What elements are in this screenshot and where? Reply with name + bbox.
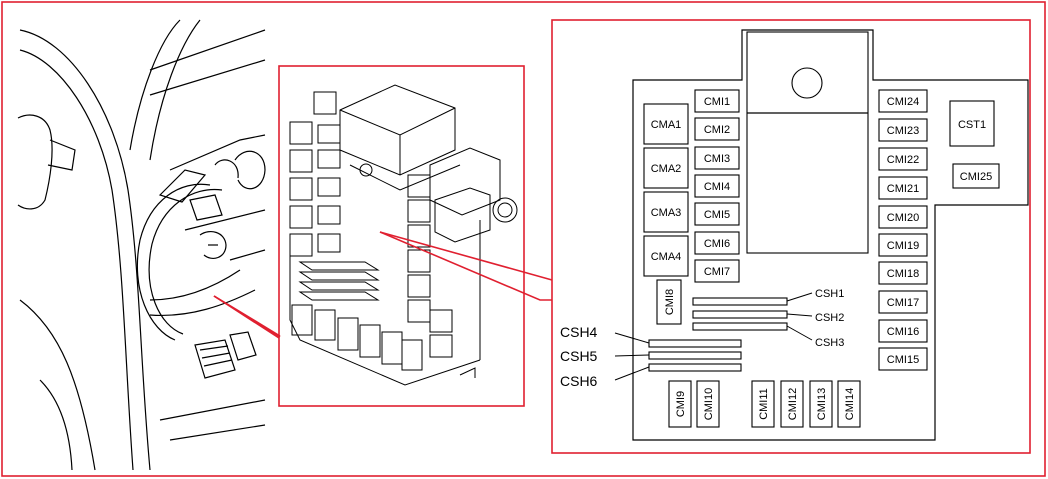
cma-label: CMA3 bbox=[651, 207, 682, 219]
fuse-box-illustration-frame bbox=[278, 65, 525, 407]
cmi-label: CMI18 bbox=[887, 268, 919, 280]
cma-label: CMA1 bbox=[651, 119, 682, 131]
cmi-label: CMI1 bbox=[704, 96, 730, 108]
cma-group: CMA1 CMA2 CMA3 CMA4 bbox=[643, 103, 689, 277]
vehicle-interior-illustration bbox=[17, 19, 281, 471]
cmi-label: CMI5 bbox=[704, 209, 730, 221]
cmi25-label: CMI25 bbox=[960, 171, 992, 183]
cst1-box bbox=[949, 100, 995, 147]
cmi-label: CMI6 bbox=[704, 238, 730, 250]
csh-bars-left bbox=[614, 332, 742, 381]
cmi-label: CMI15 bbox=[887, 354, 919, 366]
fuse-box-outline bbox=[632, 29, 1029, 441]
cmi-label: CMI7 bbox=[704, 266, 730, 278]
main-relay-bolt-icon bbox=[791, 67, 823, 99]
cma-label: CMA4 bbox=[651, 251, 682, 263]
main-relay-box bbox=[746, 31, 869, 254]
csh-label: CSH2 bbox=[815, 312, 844, 324]
cmi-vertical-label: CMI10 bbox=[703, 388, 715, 420]
cmi-label: CMI3 bbox=[704, 153, 730, 165]
cma-label: CMA2 bbox=[651, 163, 682, 175]
csh-label: CSH1 bbox=[815, 288, 844, 300]
cmi-label: CMI2 bbox=[704, 124, 730, 136]
csh-big-label: CSH4 bbox=[560, 324, 598, 340]
csh-bars-right bbox=[692, 292, 813, 341]
cmi-label: CMI17 bbox=[887, 297, 919, 309]
cmi-vertical-label: CMI12 bbox=[787, 388, 799, 420]
cmi8-box bbox=[656, 279, 682, 325]
leader-left-frame bbox=[213, 295, 280, 339]
cmi-left-group: CMI1 CMI2 CMI3 CMI4 CMI5 CMI6 CMI7 bbox=[694, 89, 740, 283]
cmi-label: CMI21 bbox=[887, 183, 919, 195]
cst1-label: CST1 bbox=[958, 119, 986, 131]
cmi-vertical-label: CMI11 bbox=[758, 388, 770, 420]
cmi25-box bbox=[952, 163, 1000, 189]
cmi-label: CMI4 bbox=[704, 181, 730, 193]
cmi-label: CMI19 bbox=[887, 240, 919, 252]
fuse-box-3d-illustration bbox=[289, 84, 518, 386]
csh-label: CSH3 bbox=[815, 337, 844, 349]
cmi-vertical-label: CMI8 bbox=[664, 289, 676, 315]
cmi-label: CMI20 bbox=[887, 212, 919, 224]
fuse-layout-frame bbox=[551, 19, 1031, 454]
leader-right-top bbox=[379, 231, 553, 281]
leader-right bbox=[379, 231, 552, 301]
cmi-vertical-label: CMI13 bbox=[816, 388, 828, 420]
csh-big-label: CSH6 bbox=[560, 373, 598, 389]
cmi-vertical-label: CMI14 bbox=[844, 388, 856, 420]
csh-big-label: CSH5 bbox=[560, 348, 598, 364]
cmi-vertical-label: CMI9 bbox=[675, 391, 687, 417]
cmi-right-group: CMI24 CMI23 CMI22 CMI21 CMI20 CMI19 CMI1… bbox=[878, 89, 928, 371]
cmi-bottom-group: CMI9 CMI10 CMI11 CMI12 CMI13 CMI14 bbox=[668, 380, 861, 428]
cmi-label: CMI24 bbox=[887, 96, 919, 108]
cmi-label: CMI16 bbox=[887, 326, 919, 338]
cmi-label: CMI22 bbox=[887, 154, 919, 166]
cmi-label: CMI23 bbox=[887, 125, 919, 137]
